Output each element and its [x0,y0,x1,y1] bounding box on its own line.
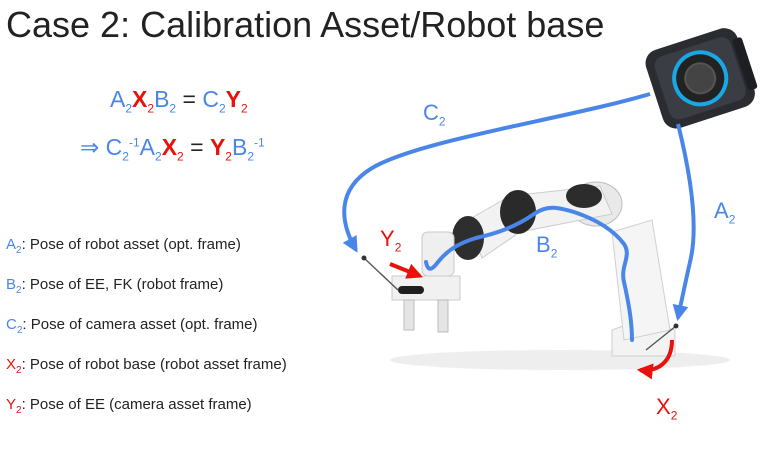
c2-label: C2 [423,100,446,128]
x2-label: X2 [656,394,677,422]
y2-arrow [390,264,420,276]
y2-label: Y2 [380,226,401,254]
a2-label: A2 [714,198,735,226]
tracking-camera-icon [642,23,760,132]
ee-marker-stick [364,258,398,290]
b2-label: B2 [536,232,557,260]
base-marker-dot [674,324,679,329]
ee-marker-dot [362,256,367,261]
a2-arrow [678,124,694,318]
floor-shadow [390,350,730,370]
